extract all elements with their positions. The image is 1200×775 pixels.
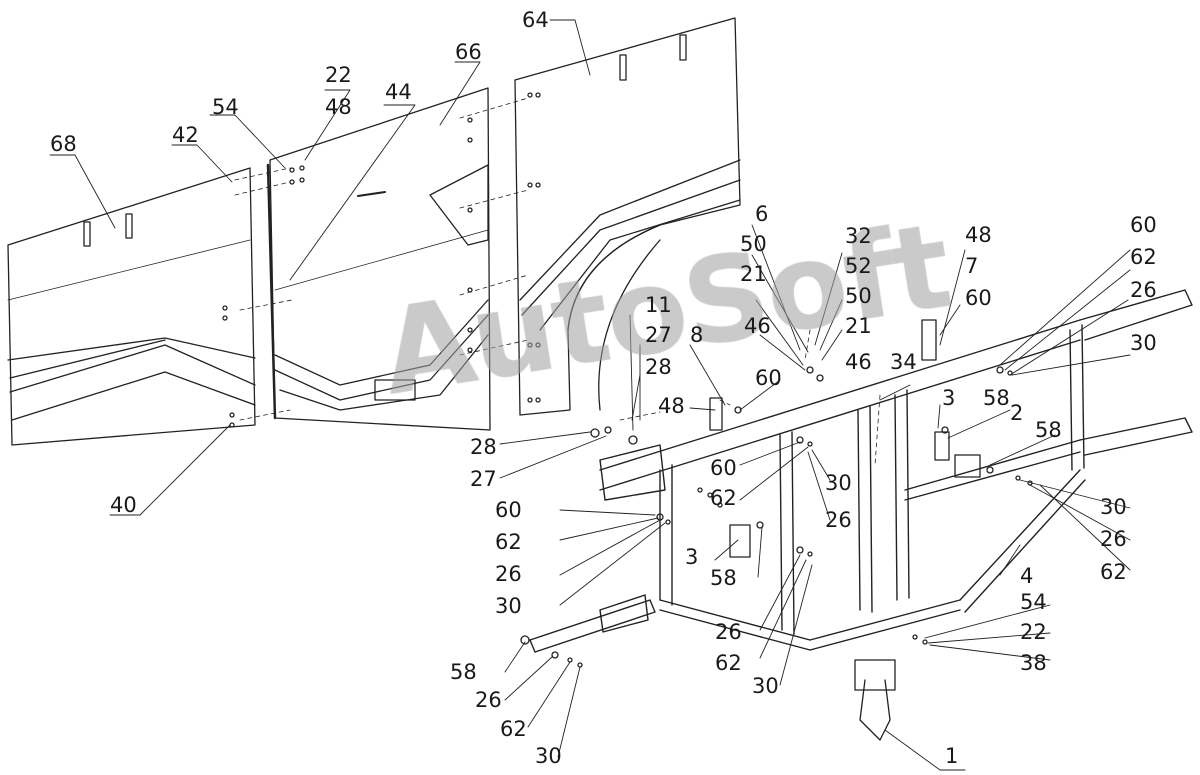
callout-60b: 60 xyxy=(1130,213,1157,237)
callout-28: 28 xyxy=(645,355,672,379)
callout-21: 21 xyxy=(740,262,767,286)
callout-27b: 27 xyxy=(470,467,497,491)
callout-62e: 62 xyxy=(715,651,742,675)
callout-38: 38 xyxy=(1020,651,1047,675)
callout-3b: 3 xyxy=(685,545,699,569)
callout-26f: 26 xyxy=(475,688,502,712)
callout-54: 54 xyxy=(212,95,239,119)
callout-62: 62 xyxy=(1130,245,1157,269)
callout-64: 64 xyxy=(522,8,549,32)
callout-66: 66 xyxy=(455,40,482,64)
frame-assembly xyxy=(529,289,1193,653)
callout-4: 4 xyxy=(1020,564,1034,588)
callout-58b: 58 xyxy=(1035,418,1062,442)
callout-60: 60 xyxy=(965,286,992,310)
callout-46b: 46 xyxy=(845,350,872,374)
callout-34: 34 xyxy=(890,350,917,374)
callout-1: 1 xyxy=(945,744,959,768)
callout-60c: 60 xyxy=(755,366,782,390)
callout-30d: 30 xyxy=(495,594,522,618)
callout-62f: 62 xyxy=(500,717,527,741)
callout-8: 8 xyxy=(690,323,704,347)
panel-66 xyxy=(266,87,491,431)
callout-58d: 58 xyxy=(450,660,477,684)
callout-68: 68 xyxy=(50,132,77,156)
callout-11: 11 xyxy=(645,293,672,317)
callout-50b: 50 xyxy=(845,284,872,308)
callout-30b: 30 xyxy=(825,471,852,495)
callout-27: 27 xyxy=(645,323,672,347)
callout-58c: 58 xyxy=(710,566,737,590)
callout-46: 46 xyxy=(744,314,771,338)
panel-64 xyxy=(514,17,741,416)
callout-22: 22 xyxy=(325,63,352,87)
callout-48c: 48 xyxy=(658,394,685,418)
callout-40: 40 xyxy=(110,493,137,517)
callout-52: 52 xyxy=(845,254,872,278)
callout-32: 32 xyxy=(845,224,872,248)
callout-30: 30 xyxy=(1130,331,1157,355)
callout-44: 44 xyxy=(385,80,412,104)
panel-68 xyxy=(7,167,256,446)
fasteners xyxy=(520,366,1033,668)
callout-26b: 26 xyxy=(825,508,852,532)
callout-48: 48 xyxy=(325,95,352,119)
callout-26e: 26 xyxy=(715,620,742,644)
callout-30f: 30 xyxy=(535,744,562,768)
callout-62b: 62 xyxy=(710,486,737,510)
callout-54b: 54 xyxy=(1020,590,1047,614)
callout-62c: 62 xyxy=(1100,560,1127,584)
handle-1 xyxy=(854,659,896,741)
callout-26: 26 xyxy=(1130,278,1157,302)
callout-21b: 21 xyxy=(845,314,872,338)
callout-62d: 62 xyxy=(495,530,522,554)
callout-42: 42 xyxy=(172,123,199,147)
callout-30c: 30 xyxy=(1100,495,1127,519)
callout-3: 3 xyxy=(942,386,956,410)
callout-30e: 30 xyxy=(752,674,779,698)
callout-60e: 60 xyxy=(495,498,522,522)
callout-48b: 48 xyxy=(965,223,992,247)
callout-22b: 22 xyxy=(1020,620,1047,644)
callout-26d: 26 xyxy=(495,562,522,586)
brackets xyxy=(709,319,981,558)
callout-26c: 26 xyxy=(1100,527,1127,551)
callout-58: 58 xyxy=(983,386,1010,410)
callout-60d: 60 xyxy=(710,456,737,480)
callout-50: 50 xyxy=(740,232,767,256)
callout-2: 2 xyxy=(1010,401,1024,425)
callout-7: 7 xyxy=(965,254,979,278)
callout-28b: 28 xyxy=(470,435,497,459)
callout-6: 6 xyxy=(755,202,769,226)
